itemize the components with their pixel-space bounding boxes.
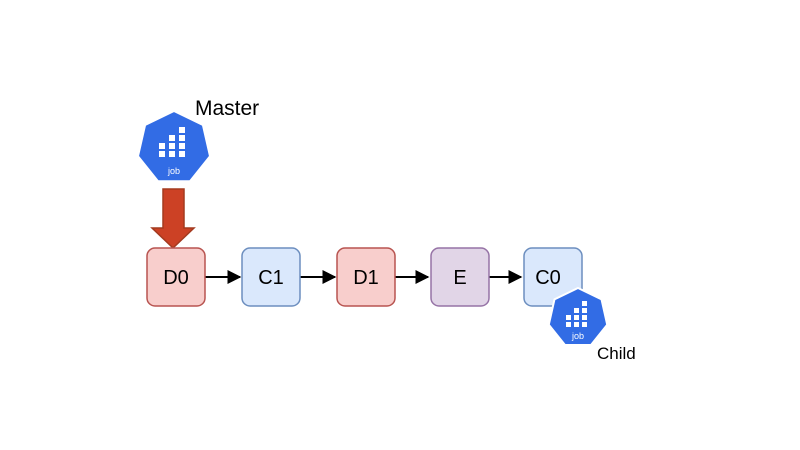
node-c0-label: C0 [535,267,561,289]
node-d0[interactable]: D0 [146,247,206,307]
node-d0-box [146,247,206,307]
node-d1-label: D1 [353,267,379,289]
child-job-icon: job [547,286,609,346]
master-job-icon: job [136,109,212,183]
node-d1-box [336,247,396,307]
node-d1[interactable]: D1 [336,247,396,307]
node-e-box [430,247,490,307]
master-icon-text: job [167,166,180,176]
child-label: Child [597,344,636,363]
master-pointer-arrow [150,188,196,250]
child-icon-text: job [571,331,584,341]
node-e[interactable]: E [430,247,490,307]
node-c1-label: C1 [258,267,284,289]
node-e-label: E [453,267,466,289]
node-d0-label: D0 [163,267,189,289]
node-c1[interactable]: C1 [241,247,301,307]
master-label: Master [195,97,259,120]
node-c1-box [241,247,301,307]
